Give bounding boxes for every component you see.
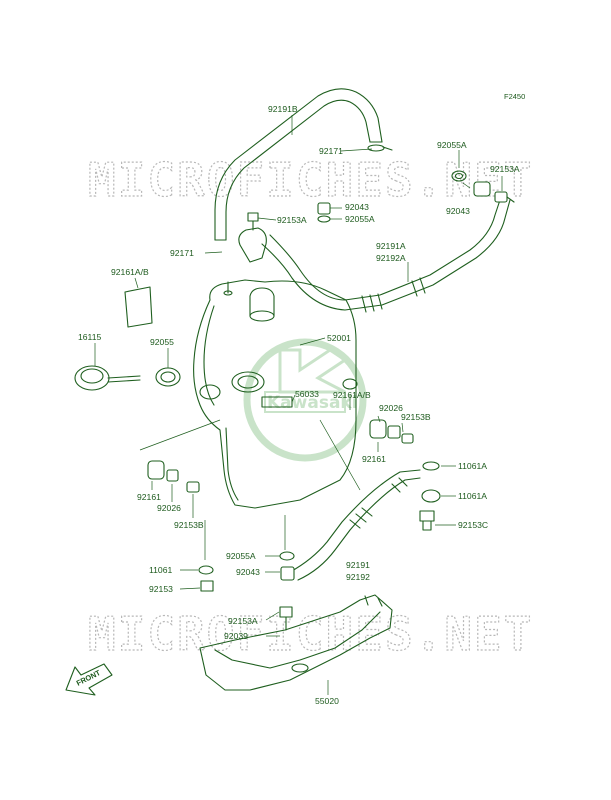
diagram-code: F2450 <box>504 92 525 101</box>
label-92153a-top: 92153A <box>490 164 520 174</box>
vent-hose-92191b <box>214 88 383 241</box>
fuel-hose-92191a <box>261 199 511 313</box>
bolt-92153c <box>419 510 435 531</box>
label-92171-top: 92171 <box>319 146 343 156</box>
logo-brand-text: Kawasaki <box>267 393 358 413</box>
bolt-92153a-mid <box>247 212 259 231</box>
label-92055: 92055 <box>150 337 174 347</box>
label-92191b: 92191B <box>268 104 298 114</box>
label-92171-mid: 92171 <box>170 248 194 258</box>
label-92192: 92192 <box>346 572 370 582</box>
label-11061a-2: 11061A <box>458 491 487 501</box>
label-92039: 92039 <box>224 631 248 641</box>
washer-92055a-top <box>451 170 467 182</box>
damper-92161-right <box>369 419 414 444</box>
label-11061a-1: 11061A <box>458 461 487 471</box>
label-92161-right: 92161 <box>362 454 386 464</box>
label-92153a-mid: 92153A <box>277 215 307 225</box>
part-labels: 92191B 92171 92055A 92153A 92043 92043 9… <box>78 104 520 706</box>
label-92191a: 92191A <box>376 241 406 251</box>
bolt-92153 <box>200 580 214 592</box>
label-92161-left: 92161 <box>137 492 161 502</box>
label-55020: 55020 <box>315 696 339 706</box>
label-92153: 92153 <box>149 584 173 594</box>
watermark-top: MICROFICHES.NET <box>88 153 533 207</box>
bolt-92153a-low <box>279 606 293 631</box>
label-92043-right: 92043 <box>446 206 470 216</box>
label-11061: 11061 <box>149 565 172 575</box>
washer-11061a <box>421 461 441 503</box>
label-92161ab-right: 92161A/B <box>333 390 371 400</box>
fitting-92043-right <box>473 181 515 203</box>
label-92161ab-left: 92161A/B <box>111 267 149 277</box>
label-92055a-top: 92055A <box>437 140 467 150</box>
label-92153c: 92153C <box>458 520 488 530</box>
damper-92161-left <box>147 460 200 493</box>
label-56033: 56033 <box>295 389 319 399</box>
label-92055a-mid: 92055A <box>345 214 375 224</box>
watermark-bottom: MICROFICHES.NET <box>88 607 533 661</box>
clamp-92171-top <box>367 144 393 152</box>
label-92043-low: 92043 <box>236 567 260 577</box>
front-direction-indicator: FRONT <box>65 663 113 696</box>
label-92191: 92191 <box>346 560 370 570</box>
kawasaki-logo: Kawasaki <box>243 338 367 462</box>
label-52001: 52001 <box>327 333 351 343</box>
fuel-tank-52001 <box>193 227 358 509</box>
label-92026-left: 92026 <box>157 503 181 513</box>
fitting-92055a-92043-low <box>279 551 295 581</box>
bracket-55020 <box>199 594 393 691</box>
label-92192a: 92192A <box>376 253 406 263</box>
label-16115: 16115 <box>78 332 101 342</box>
fitting-92043-mid <box>317 202 331 223</box>
label-92153b-left: 92153B <box>174 520 204 530</box>
label-92055a-low: 92055A <box>226 551 256 561</box>
fuel-hose-92191 <box>289 469 421 581</box>
watermark-group: MICROFICHES.NET MICROFICHES.NET <box>87 152 533 661</box>
washer-11061 <box>198 565 214 575</box>
pad-92161ab-left <box>124 286 153 328</box>
plate-56033 <box>261 396 293 408</box>
fuel-cap-16115 <box>74 365 141 391</box>
label-92153a-low: 92153A <box>228 616 258 626</box>
gasket-92055 <box>155 367 181 387</box>
label-92026-right: 92026 <box>379 403 403 413</box>
leader-lines <box>94 115 503 695</box>
label-92153b-right: 92153B <box>401 412 431 422</box>
label-92043-mid: 92043 <box>345 202 369 212</box>
